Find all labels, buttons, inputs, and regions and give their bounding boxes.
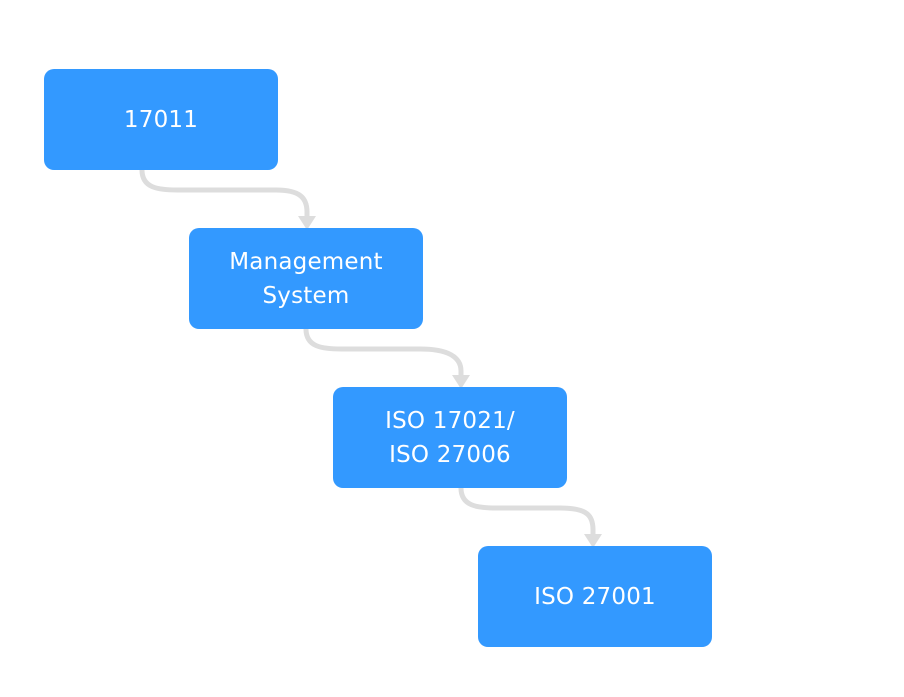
node-iso-27001: ISO 27001 <box>478 546 712 647</box>
node-label: 17011 <box>123 106 199 133</box>
node-label: Management System <box>229 248 383 309</box>
connector-2-3 <box>303 326 464 380</box>
node-label: ISO 27001 <box>534 583 656 610</box>
node-17011: 17011 <box>44 69 278 170</box>
node-management-system: Management System <box>189 228 423 329</box>
node-label: ISO 17021/ ISO 27006 <box>385 407 515 468</box>
connector-1-2 <box>139 167 310 221</box>
node-iso-17021-27006: ISO 17021/ ISO 27006 <box>333 387 567 488</box>
connector-3-4 <box>458 485 596 539</box>
